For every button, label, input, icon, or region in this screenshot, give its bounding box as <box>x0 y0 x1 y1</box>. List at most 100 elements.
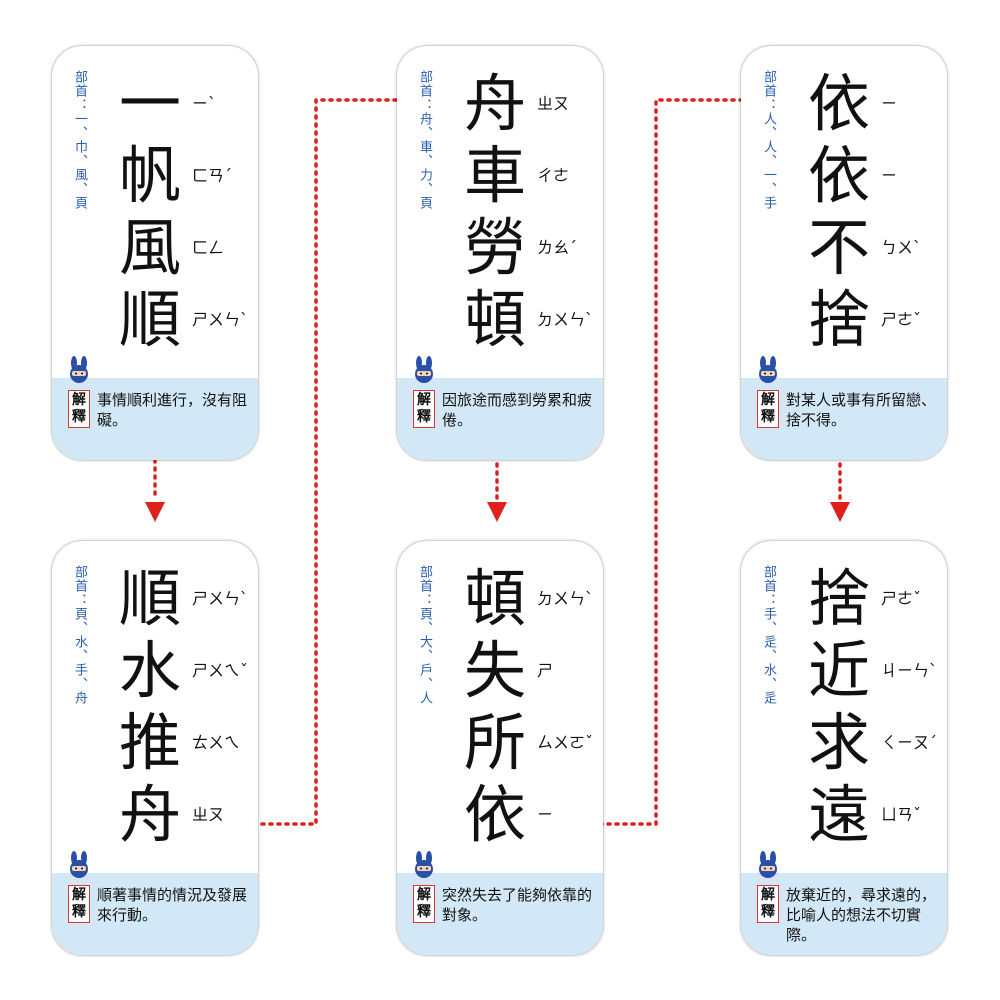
rabbit-mascot-icon <box>70 851 88 878</box>
idiom-char: 風 <box>118 211 181 284</box>
explanation-tag: 解 釋 <box>757 885 779 923</box>
idiom-char: 頓 <box>463 283 526 356</box>
zhuyin: ㄓㄡ <box>192 805 225 824</box>
idiom-char: 不 <box>807 211 870 284</box>
zhuyin: ㄐㄧㄣˋ <box>881 661 938 680</box>
explanation-tag: 解 釋 <box>413 885 435 923</box>
explanation-panel: 解 釋 放棄近的，尋求遠的，比喻人的想法不切實際。 <box>741 851 947 955</box>
idiom-char: 近 <box>807 634 870 707</box>
tag-char: 釋 <box>417 904 431 920</box>
explanation-text: 突然失去了能夠依靠的對象。 <box>442 886 593 924</box>
zhuyin: ㄕㄨㄣˋ <box>192 589 249 608</box>
idiom-char: 依 <box>807 139 870 212</box>
explanation-panel: 解 釋 因旅途而感到勞累和疲倦。 <box>397 356 603 460</box>
idiom-card-6: 部首：手、辵、水、辵 捨 近 求 遠 ㄕㄜˇ ㄐㄧㄣˋ ㄑㄧㄡˊ ㄩㄢˇ 解 釋… <box>741 541 947 955</box>
rabbit-mascot-icon <box>70 356 88 383</box>
zhuyin: ㄧ <box>537 805 554 824</box>
idiom-char: 依 <box>807 67 870 140</box>
zhuyin-column: ㄕㄨㄣˋ ㄕㄨㄟˇ ㄊㄨㄟ ㄓㄡ <box>192 563 252 851</box>
radical-label: 部首：舟、車、力、頁 <box>417 70 432 210</box>
zhuyin-column: ㄉㄨㄣˋ ㄕ ㄙㄨㄛˇ ㄧ <box>537 563 597 851</box>
tag-char: 釋 <box>72 904 86 920</box>
zhuyin: ㄅㄨˋ <box>881 238 922 257</box>
zhuyin: ㄊㄨㄟ <box>192 733 241 752</box>
zhuyin: ㄧˋ <box>192 94 217 113</box>
radical-label: 部首：一、巾、風、頁 <box>72 70 87 210</box>
explanation-panel: 解 釋 對某人或事有所留戀、捨不得。 <box>741 356 947 460</box>
explanation-text: 事情順利進行，沒有阻礙。 <box>97 391 248 429</box>
idiom-char: 水 <box>118 634 181 707</box>
zhuyin-column: ㄕㄜˇ ㄐㄧㄣˋ ㄑㄧㄡˊ ㄩㄢˇ <box>881 563 941 851</box>
idiom-char: 頓 <box>463 562 526 635</box>
idiom-char: 所 <box>463 706 526 779</box>
tag-char: 解 <box>417 887 431 903</box>
idiom-char: 求 <box>807 706 870 779</box>
zhuyin: ㄑㄧㄡˊ <box>881 733 938 752</box>
idiom-card-2: 部首：舟、車、力、頁 舟 車 勞 頓 ㄓㄡ ㄔㄜ ㄌㄠˊ ㄉㄨㄣˋ 解 釋 因旅… <box>397 46 603 460</box>
idiom-characters: 依 依 不 捨 <box>799 68 879 356</box>
zhuyin: ㄧ <box>881 166 898 185</box>
zhuyin: ㄕㄜˇ <box>881 589 922 608</box>
idiom-char: 推 <box>118 706 181 779</box>
idiom-char: 帆 <box>118 139 181 212</box>
idiom-char: 順 <box>118 562 181 635</box>
idiom-char: 依 <box>463 778 526 851</box>
idiom-char: 勞 <box>463 211 526 284</box>
idiom-card-4: 部首：頁、水、手、舟 順 水 推 舟 ㄕㄨㄣˋ ㄕㄨㄟˇ ㄊㄨㄟ ㄓㄡ 解 釋 … <box>52 541 258 955</box>
zhuyin: ㄕㄨㄣˋ <box>192 310 249 329</box>
explanation-text: 順著事情的情況及發展來行動。 <box>97 886 248 924</box>
explanation-panel: 解 釋 順著事情的情況及發展來行動。 <box>52 851 258 955</box>
zhuyin: ㄧ <box>881 94 898 113</box>
arrow-head-down-1 <box>145 502 165 522</box>
zhuyin: ㄕㄨㄟˇ <box>192 661 249 680</box>
zhuyin-column: ㄧˋ ㄈㄢˊ ㄈㄥ ㄕㄨㄣˋ <box>192 68 252 356</box>
zhuyin: ㄌㄠˊ <box>537 238 578 257</box>
idiom-char: 順 <box>118 283 181 356</box>
arrow-head-down-2 <box>487 502 507 522</box>
idiom-char: 舟 <box>118 778 181 851</box>
rabbit-mascot-icon <box>415 851 433 878</box>
idiom-card-1: 部首：一、巾、風、頁 一 帆 風 順 ㄧˋ ㄈㄢˊ ㄈㄥ ㄕㄨㄣˋ 解 釋 事情… <box>52 46 258 460</box>
radical-label: 部首：手、辵、水、辵 <box>761 565 776 705</box>
tag-char: 釋 <box>417 409 431 425</box>
zhuyin: ㄈㄥ <box>192 238 225 257</box>
radical-label: 部首：頁、水、手、舟 <box>72 565 87 705</box>
tag-char: 釋 <box>72 409 86 425</box>
arrow-path-4-to-2 <box>228 98 434 826</box>
explanation-text: 放棄近的，尋求遠的，比喻人的想法不切實際。 <box>786 886 937 944</box>
idiom-characters: 順 水 推 舟 <box>110 563 190 851</box>
tag-char: 釋 <box>761 409 775 425</box>
zhuyin: ㄔㄜ <box>537 166 570 185</box>
arrow-head-down-3 <box>830 502 850 522</box>
arrow-path-5-to-3 <box>566 98 780 826</box>
radical-label: 部首：人、人、一、手 <box>761 70 776 210</box>
zhuyin: ㄙㄨㄛˇ <box>537 733 594 752</box>
tag-char: 解 <box>417 392 431 408</box>
idiom-characters: 頓 失 所 依 <box>455 563 535 851</box>
zhuyin-column: ㄓㄡ ㄔㄜ ㄌㄠˊ ㄉㄨㄣˋ <box>537 68 597 356</box>
explanation-tag: 解 釋 <box>68 390 90 428</box>
idiom-char: 捨 <box>807 562 870 635</box>
zhuyin: ㄉㄨㄣˋ <box>537 589 594 608</box>
tag-char: 解 <box>761 887 775 903</box>
idiom-characters: 捨 近 求 遠 <box>799 563 879 851</box>
zhuyin-column: ㄧ ㄧ ㄅㄨˋ ㄕㄜˇ <box>881 68 941 356</box>
explanation-text: 因旅途而感到勞累和疲倦。 <box>442 391 593 429</box>
explanation-text: 對某人或事有所留戀、捨不得。 <box>786 391 937 429</box>
idiom-card-3: 部首：人、人、一、手 依 依 不 捨 ㄧ ㄧ ㄅㄨˋ ㄕㄜˇ 解 釋 對某人或事… <box>741 46 947 460</box>
idiom-char: 舟 <box>463 67 526 140</box>
idiom-characters: 舟 車 勞 頓 <box>455 68 535 356</box>
tag-char: 解 <box>72 887 86 903</box>
idiom-char: 一 <box>118 67 181 140</box>
explanation-tag: 解 釋 <box>757 390 779 428</box>
explanation-panel: 解 釋 事情順利進行，沒有阻礙。 <box>52 356 258 460</box>
explanation-panel: 解 釋 突然失去了能夠依靠的對象。 <box>397 851 603 955</box>
explanation-tag: 解 釋 <box>68 885 90 923</box>
zhuyin: ㄉㄨㄣˋ <box>537 310 594 329</box>
rabbit-mascot-icon <box>415 356 433 383</box>
idiom-char: 捨 <box>807 283 870 356</box>
tag-char: 解 <box>72 392 86 408</box>
explanation-tag: 解 釋 <box>413 390 435 428</box>
